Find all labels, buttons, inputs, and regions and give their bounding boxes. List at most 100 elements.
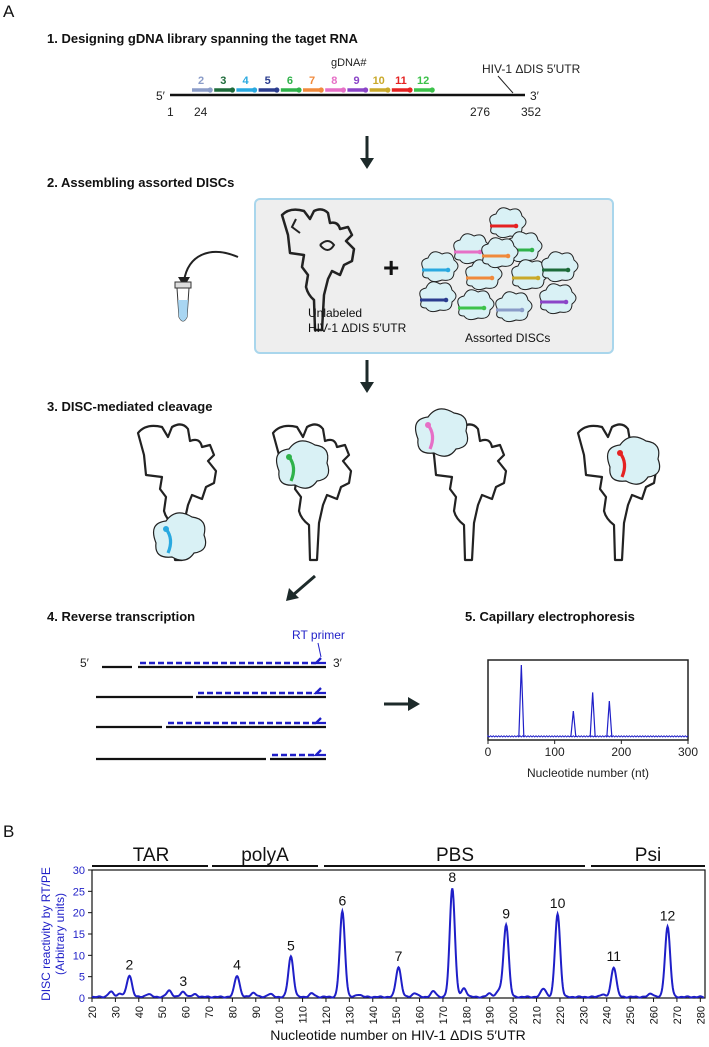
rna-structure xyxy=(271,423,353,562)
x-tick-label: 170 xyxy=(438,1006,450,1024)
region-label-polya: polyA xyxy=(241,845,289,866)
position-352: 352 xyxy=(521,105,541,119)
x-tick-label: 220 xyxy=(555,1006,567,1024)
gdna-end-9 xyxy=(363,87,369,93)
x-tick-label: 180 xyxy=(461,1006,473,1024)
guide-end xyxy=(617,450,623,456)
down-arrow-icon xyxy=(360,360,374,393)
reactivity-trace xyxy=(91,888,704,999)
peak-label-6: 6 xyxy=(338,893,346,909)
y-tick-label: 20 xyxy=(73,908,85,920)
rna-label: HIV-1 ΔDIS 5′UTR xyxy=(482,62,581,76)
x-tick-label: 40 xyxy=(134,1006,146,1018)
disc-blob xyxy=(481,237,519,269)
gdna-end-12 xyxy=(429,87,435,93)
y-tick-label: 25 xyxy=(73,886,85,898)
gdna-end-8 xyxy=(340,87,346,93)
rna-structure xyxy=(136,423,218,562)
disc-blob xyxy=(457,289,495,321)
disc-complex xyxy=(415,408,469,457)
x-tick-label: 240 xyxy=(602,1006,614,1024)
gdna-end-11 xyxy=(407,87,413,93)
peak-label-8: 8 xyxy=(448,869,456,885)
disc-guide-end xyxy=(445,267,451,273)
ce-peak xyxy=(518,664,525,738)
ce-tick-label: 300 xyxy=(678,745,698,759)
x-tick-label: 250 xyxy=(625,1006,637,1024)
gdna-number-6: 6 xyxy=(287,75,293,87)
gdna-number-7: 7 xyxy=(309,75,315,87)
x-tick-label: 130 xyxy=(344,1006,356,1024)
gdna-end-10 xyxy=(385,87,391,93)
gdna-number-4: 4 xyxy=(242,75,249,87)
cleavage-structure xyxy=(271,423,353,562)
disc-guide-end xyxy=(513,223,519,229)
rt-primer-arrow xyxy=(313,749,326,757)
x-tick-label: 60 xyxy=(181,1006,193,1018)
tube-arrow-icon xyxy=(174,251,239,322)
gdna-number-12: 12 xyxy=(417,75,429,87)
ce-tick-label: 0 xyxy=(485,745,492,759)
diagonal-arrow-icon xyxy=(286,574,316,601)
guide-end xyxy=(286,454,292,460)
x-tick-label: 260 xyxy=(649,1006,661,1024)
ce-peak xyxy=(606,700,613,738)
step5-title: 5. Capillary electrophoresis xyxy=(465,609,635,624)
disc-guide-end xyxy=(505,253,511,259)
guide-end xyxy=(163,526,169,532)
region-label-tar: TAR xyxy=(133,845,170,866)
unlabeled-rna-structure xyxy=(280,208,356,332)
cleavage-structure xyxy=(576,423,661,562)
peak-label-11: 11 xyxy=(606,948,621,964)
peak-label-5: 5 xyxy=(287,937,295,953)
x-tick-label: 190 xyxy=(485,1006,497,1024)
unlabeled-label: Unlabeled HIV-1 ΔDIS 5′UTR xyxy=(308,306,406,336)
reverse-transcription-diagram: RT primer 5′ 3′ xyxy=(80,628,345,761)
disc-blob xyxy=(539,283,577,315)
gdna-end-2 xyxy=(207,87,213,93)
gdna-number-9: 9 xyxy=(353,75,359,87)
five-prime-label: 5′ xyxy=(156,89,166,103)
tube-icon xyxy=(174,281,192,322)
plus-sign: + xyxy=(383,252,400,283)
down-arrow-icon xyxy=(360,136,374,169)
disc-guide-end xyxy=(563,299,569,305)
gdna-number-5: 5 xyxy=(265,75,271,87)
step2-title: 2. Assembling assorted DISCs xyxy=(47,175,235,190)
assorted-discs-cluster xyxy=(419,207,579,323)
ce-peak xyxy=(570,711,577,738)
x-tick-label: 210 xyxy=(532,1006,544,1024)
disc-guide-end xyxy=(535,275,541,281)
disc-complex xyxy=(607,436,661,485)
panel-a-letter: A xyxy=(3,2,15,21)
x-tick-label: 120 xyxy=(321,1006,333,1024)
y-tick-label: 30 xyxy=(73,865,85,877)
disc-guide-end xyxy=(529,247,535,253)
x-tick-label: 80 xyxy=(227,1006,239,1018)
gdna-end-3 xyxy=(229,87,235,93)
gdna-end-6 xyxy=(296,87,302,93)
cleavage-structure xyxy=(415,408,508,562)
disc-guide-end xyxy=(477,249,483,255)
disc-guide-end xyxy=(519,307,525,313)
gdna-number-10: 10 xyxy=(373,75,385,87)
region-label-psi: Psi xyxy=(635,845,661,866)
right-arrow-icon xyxy=(384,697,420,711)
x-tick-label: 140 xyxy=(368,1006,380,1024)
x-tick-label: 280 xyxy=(695,1006,707,1024)
x-tick-label: 100 xyxy=(274,1006,286,1024)
disc-complex xyxy=(276,440,330,489)
x-tick-label: 200 xyxy=(508,1006,520,1024)
gdna-number-11: 11 xyxy=(395,75,407,87)
rt-primer-arrow xyxy=(313,657,326,665)
cleavage-structures xyxy=(136,408,661,562)
unlabeled-line1: Unlabeled xyxy=(308,306,363,320)
peak-label-10: 10 xyxy=(550,895,566,911)
disc-guide-end xyxy=(489,275,495,281)
peak-label-12: 12 xyxy=(660,908,676,924)
ce-tick-label: 100 xyxy=(545,745,565,759)
x-tick-label: 70 xyxy=(204,1006,216,1018)
x-tick-label: 150 xyxy=(391,1006,403,1024)
